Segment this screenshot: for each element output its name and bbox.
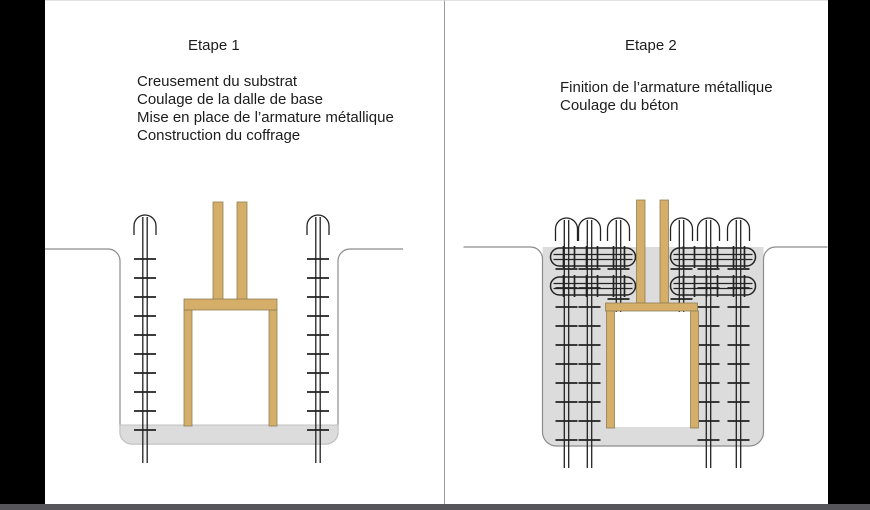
step-line: Creusement du substrat bbox=[137, 73, 298, 90]
excavation-outline bbox=[45, 248, 403, 445]
base-slab bbox=[119, 424, 339, 445]
page-title: Etape 1 bbox=[188, 37, 240, 54]
step-line: Mise en place de l’armature métallique bbox=[137, 109, 394, 126]
panel-etape-2: Etape 2 Finition de l’armature métalliqu… bbox=[444, 0, 828, 505]
excavation-outline bbox=[463, 246, 828, 447]
step-line: Coulage de la dalle de base bbox=[137, 91, 323, 108]
step-line: Coulage du béton bbox=[560, 97, 679, 114]
page-title: Etape 2 bbox=[625, 37, 677, 54]
step-list: Creusement du substrat Coulage de la dal… bbox=[137, 73, 394, 145]
step-line: Construction du coffrage bbox=[137, 127, 301, 144]
panel-etape-1: Etape 1 Creusement du substrat Coulage d… bbox=[45, 0, 444, 505]
diagram-step-1 bbox=[45, 201, 403, 464]
step-line: Finition de l’armature métallique bbox=[560, 79, 773, 96]
diagram-step-2 bbox=[463, 199, 828, 469]
formwork-cavity bbox=[614, 311, 691, 427]
formwork bbox=[605, 199, 699, 429]
step-list: Finition de l’armature métallique Coulag… bbox=[560, 79, 773, 115]
bottom-edge-bar bbox=[0, 504, 870, 510]
formwork bbox=[183, 201, 278, 427]
